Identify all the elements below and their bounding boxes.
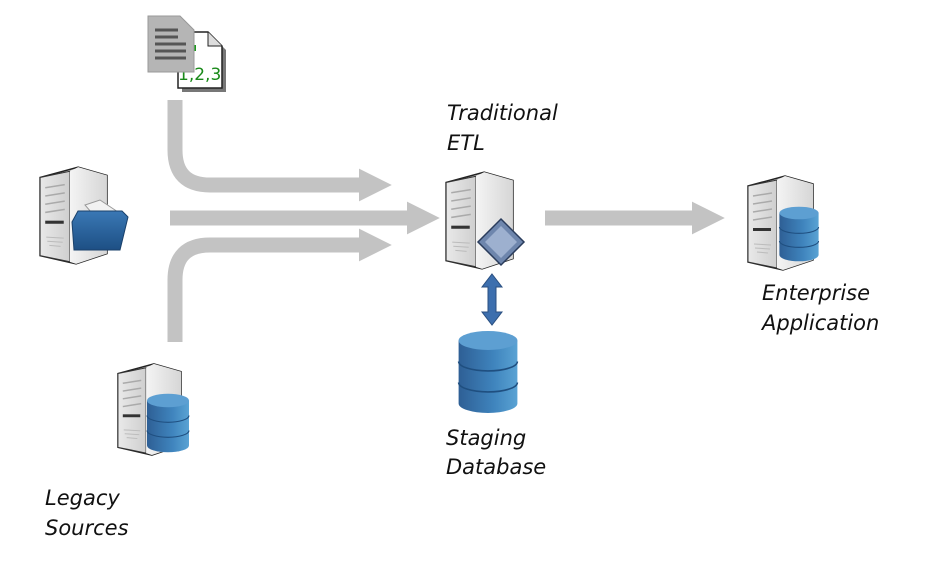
legacy-label-line1: Legacy	[45, 486, 120, 510]
enterprise-server-icon	[747, 175, 820, 271]
staging-label-line1: Staging	[446, 426, 526, 450]
flow-arrow-legacy-db	[167, 228, 392, 342]
gear-diamond-icon	[476, 217, 526, 267]
database-icon	[457, 330, 519, 414]
etl-server-icon	[445, 171, 526, 270]
staging-label-line2: Database	[446, 455, 546, 479]
server-folder-icon	[39, 166, 129, 265]
document-icon: 1,2,3	[147, 15, 226, 92]
etl-label-line1: Traditional	[447, 101, 558, 125]
flow-arrow-document	[167, 100, 392, 202]
enterprise-label-line1: Enterprise	[762, 281, 870, 305]
etl-label-line2: ETL	[447, 131, 485, 155]
legacy-label-line2: Sources	[45, 516, 129, 540]
enterprise-label-line2: Application	[760, 311, 879, 335]
server-database-icon	[117, 363, 190, 456]
double-arrow-icon	[480, 273, 504, 326]
